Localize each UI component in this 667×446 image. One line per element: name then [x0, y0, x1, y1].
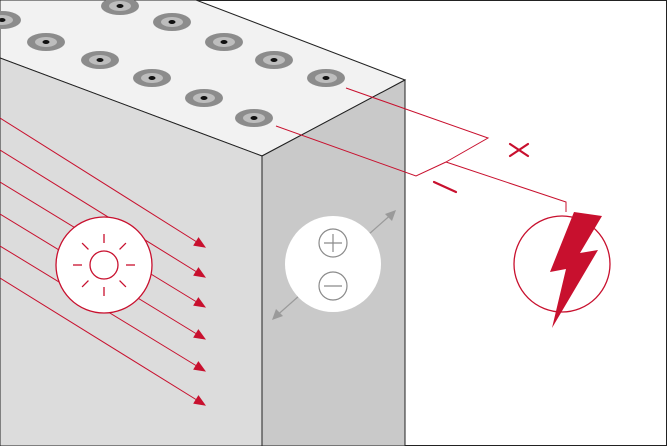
sun-ray [119, 242, 127, 250]
sun-icon [55, 216, 153, 314]
light-ray-arrow [0, 149, 206, 278]
light-ray-arrow [0, 277, 206, 406]
lightning-bolt [550, 212, 602, 328]
minus-icon: − [318, 271, 348, 301]
charge-circle [285, 216, 381, 312]
cross-mark [508, 142, 530, 158]
wire-negative [275, 125, 447, 177]
contact-spot [0, 11, 21, 29]
charge-indicator: + − [272, 210, 396, 320]
light-rays [0, 117, 206, 406]
dash-mark [432, 180, 458, 194]
sun-ray [81, 242, 89, 250]
contact-spot [27, 33, 65, 51]
light-ray-arrow [0, 117, 206, 248]
charge-arrow-head-down [272, 309, 283, 320]
contact-spot [133, 69, 171, 87]
contact-spot [307, 69, 345, 87]
sun-ray [81, 280, 89, 288]
polarity-marks [432, 142, 530, 194]
sun-rays [73, 234, 135, 296]
contact-spot [101, 0, 139, 15]
circuit-wires [275, 87, 567, 212]
wire-to-load [445, 161, 567, 212]
lightning-bolt-icon [513, 212, 611, 328]
contact-spot [153, 13, 191, 31]
contact-spot [205, 33, 243, 51]
sun-core [89, 250, 119, 280]
contact-spot [255, 51, 293, 69]
contact-spot [81, 51, 119, 69]
contact-spots [0, 0, 345, 127]
wire-positive [345, 87, 490, 163]
charge-arrow-head-up [385, 210, 396, 221]
sun-disc [55, 216, 153, 314]
sun-ray [119, 280, 127, 288]
contact-spot [185, 89, 223, 107]
contact-spot [235, 109, 273, 127]
plus-icon: + [318, 228, 348, 258]
